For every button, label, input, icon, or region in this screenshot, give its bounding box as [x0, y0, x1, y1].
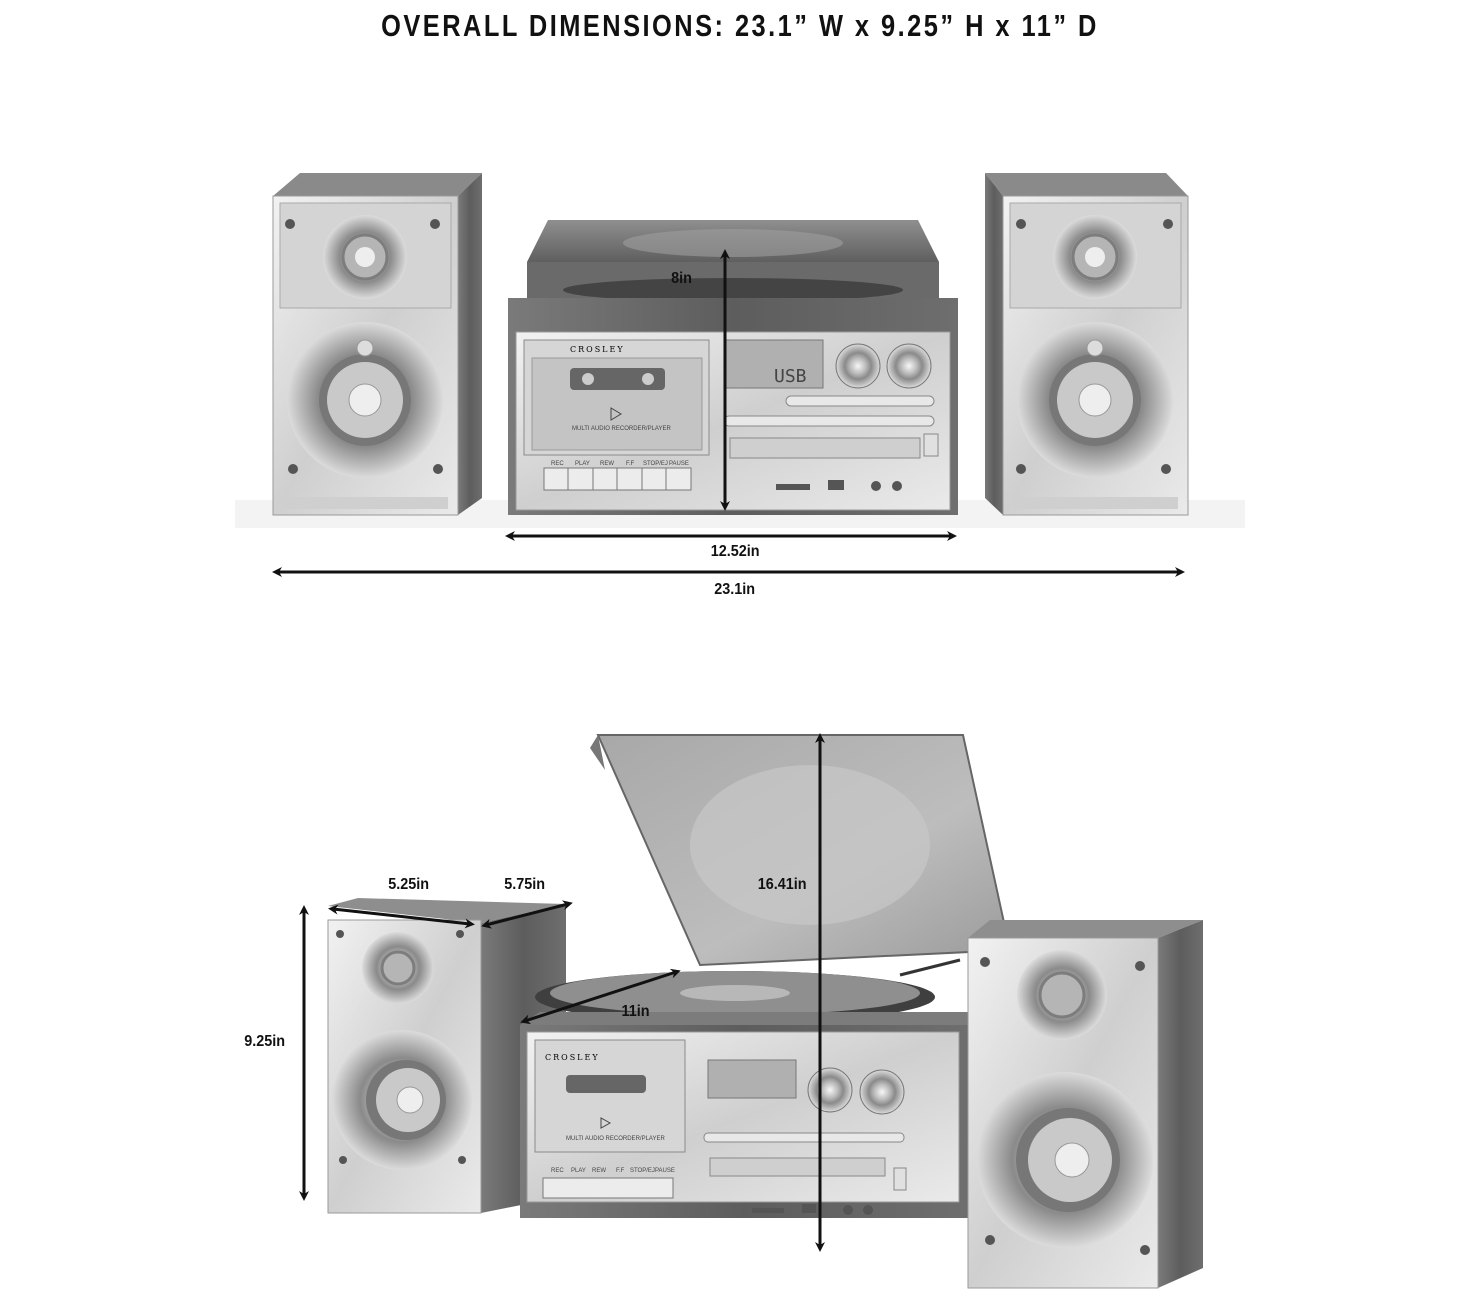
dim-label-5-25in: 5.25in: [388, 876, 430, 893]
deck-label: REW: [600, 461, 614, 467]
deck-label: STOP/EJ: [643, 461, 668, 467]
deck-label: PAUSE: [655, 1168, 675, 1174]
deck-label: F.F: [616, 1168, 625, 1174]
arrow-5-75in: [481, 900, 573, 929]
brand-angled: CROSLEY: [545, 1053, 600, 1062]
dim-label-12-52in: 12.52in: [710, 543, 760, 560]
right-speaker-front: [985, 173, 1189, 516]
turntable-open-lid: [590, 734, 1012, 967]
dim-label-16-41in: 16.41in: [757, 876, 807, 893]
arrow-5-25in: [328, 904, 475, 929]
dim-label-8in: 8in: [671, 270, 692, 287]
deck-label: PLAY: [571, 1168, 586, 1174]
deck-label: REW: [592, 1168, 606, 1174]
lcd-display: USB: [774, 366, 807, 387]
deck-labels-front: REC PLAY REW F.F STOP/EJ PAUSE: [551, 461, 689, 467]
deck-labels-angled: REC PLAY REW F.F STOP/EJ PAUSE: [551, 1168, 675, 1174]
deck-label: STOP/EJ: [630, 1168, 655, 1174]
arrow-11in: [520, 968, 681, 1025]
cassette-caption-angled: MULTI AUDIO RECORDER/PLAYER: [566, 1136, 665, 1142]
dim-label-23-1in: 23.1in: [714, 581, 756, 598]
deck-label: PLAY: [575, 461, 590, 467]
deck-label: REC: [551, 461, 564, 467]
dim-label-5-75in: 5.75in: [504, 876, 546, 893]
cassette-caption-front: MULTI AUDIO RECORDER/PLAYER: [572, 426, 671, 432]
page-title: OVERALL DIMENSIONS: 23.1” W x 9.25” H x …: [381, 8, 1099, 43]
right-speaker-angled: [967, 920, 1203, 1289]
deck-label: REC: [551, 1168, 564, 1174]
brand-front: CROSLEY: [570, 345, 625, 354]
dim-label-11in: 11in: [621, 1003, 650, 1020]
main-unit-front: [508, 220, 958, 515]
left-speaker-front: [272, 173, 482, 516]
deck-label: PAUSE: [669, 461, 689, 467]
deck-label: F.F: [626, 461, 635, 467]
dim-label-9-25in: 9.25in: [244, 1033, 286, 1050]
